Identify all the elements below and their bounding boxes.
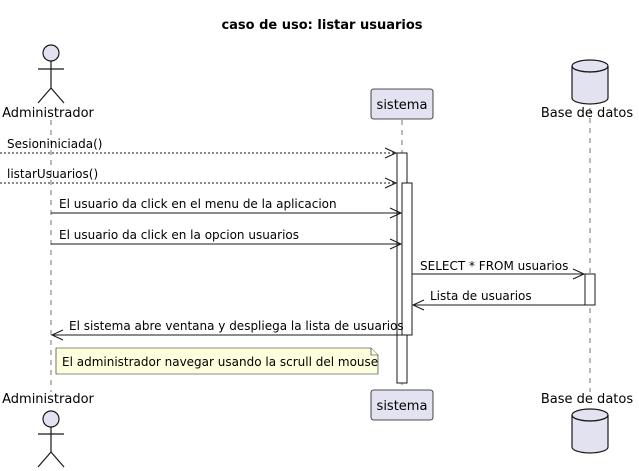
message-label-7: El sistema abre ventana y despliega la l… — [69, 319, 404, 333]
diagram-title: caso de uso: listar usuarios — [221, 18, 422, 33]
message-label-1: Sesioniniciada() — [7, 137, 102, 151]
system-label-top: sistema — [377, 98, 428, 113]
message-arrowhead-4 — [389, 238, 403, 250]
message-arrowhead-3 — [389, 207, 403, 219]
system-activation-inner — [401, 182, 413, 336]
system-box-top — [370, 88, 434, 120]
database-bottom-icon — [571, 408, 609, 454]
database-top-icon — [571, 59, 609, 105]
db-label-top: Base de datos — [541, 106, 633, 121]
message-arrowhead-2 — [384, 177, 398, 189]
note-text: El administrador navegar usando la scrul… — [62, 355, 378, 369]
note — [55, 347, 379, 375]
message-label-5: SELECT * FROM usuarios — [420, 259, 568, 273]
message-label-3: El usuario da click en el menu de la apl… — [59, 197, 337, 211]
system-label-bottom: sistema — [377, 399, 428, 414]
message-label-2: listarUsuarios() — [7, 167, 98, 181]
system-box-bottom — [370, 389, 434, 421]
message-arrowhead-6 — [411, 299, 425, 311]
admin-label-bottom: Administrador — [2, 392, 94, 407]
admin-label-top: Administrador — [2, 106, 94, 121]
admin-actor-bottom-icon — [37, 410, 65, 468]
db-label-bottom: Base de datos — [541, 392, 633, 407]
message-arrowhead-1 — [384, 147, 398, 159]
message-arrowhead-7 — [50, 329, 64, 341]
message-label-6: Lista de usuarios — [430, 289, 532, 303]
message-arrowhead-5 — [572, 268, 586, 280]
admin-actor-top-icon — [37, 44, 65, 104]
message-label-4: El usuario da click en la opcion usuario… — [59, 228, 299, 242]
db-activation — [584, 273, 596, 306]
